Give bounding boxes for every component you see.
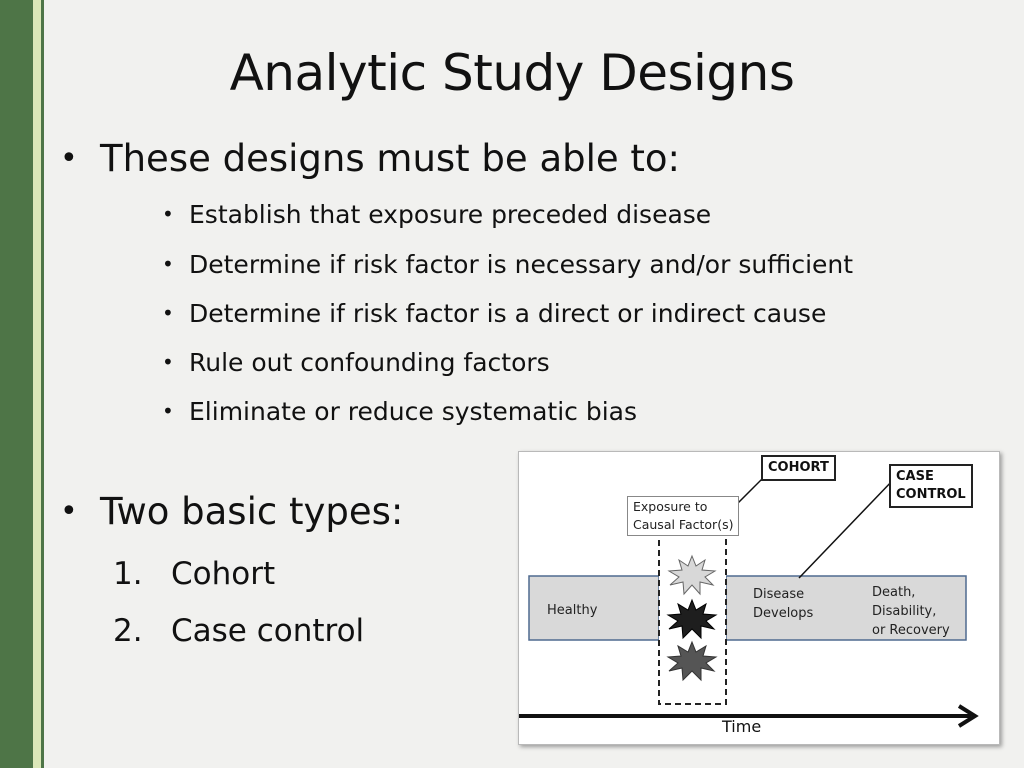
sidebar-light-stripe [33, 0, 41, 768]
bullet-dot: • [60, 141, 78, 176]
sub-bullet-confounding: • Rule out confounding factors [162, 348, 550, 377]
outcome-label: Death, Disability, or Recovery [872, 583, 950, 640]
numbered-item-cohort: 1. Cohort [113, 556, 275, 592]
bullet-text: Two basic types: [100, 490, 404, 533]
outcome-line3: or Recovery [872, 623, 950, 638]
sidebar-green-bar [0, 0, 33, 768]
item-number: 2. [113, 613, 143, 649]
timeline-band-right [725, 575, 967, 641]
bullet-two-types: • Two basic types: [60, 490, 403, 533]
sub-bullet-text: Establish that exposure preceded disease [189, 200, 712, 229]
sub-bullet-necessary: • Determine if risk factor is necessary a… [162, 250, 853, 279]
sub-bullet-bias: • Eliminate or reduce systematic bias [162, 397, 637, 426]
case-control-label: CASE CONTROL [889, 464, 973, 508]
item-number: 1. [113, 556, 143, 592]
exposure-line2: Causal Factor(s) [633, 517, 734, 532]
exposure-label: Exposure to Causal Factor(s) [627, 496, 740, 536]
bullet-dot: • [60, 494, 78, 529]
disease-label: Disease Develops [753, 585, 813, 623]
item-text: Case control [171, 613, 365, 649]
bullet-dot: • [162, 252, 174, 276]
bullet-text: These designs must be able to: [100, 137, 681, 180]
healthy-label: Healthy [547, 603, 598, 618]
time-arrow-head [957, 704, 979, 728]
disease-line1: Disease [753, 587, 805, 602]
outcome-line1: Death, [872, 585, 916, 600]
study-design-diagram: COHORT CASE CONTROL Exposure to Causal F… [518, 451, 1000, 745]
burst-mid-icon [666, 640, 718, 682]
cohort-label: COHORT [761, 455, 836, 481]
item-text: Cohort [171, 556, 276, 592]
time-label: Time [722, 717, 762, 736]
exposure-line1: Exposure to [633, 499, 708, 514]
sub-bullet-establish: • Establish that exposure preceded diseas… [162, 200, 711, 229]
bullet-dot: • [162, 301, 174, 325]
sub-bullet-text: Determine if risk factor is necessary an… [189, 250, 854, 279]
sidebar-thin-line [41, 0, 44, 768]
sub-bullet-direct: • Determine if risk factor is a direct or… [162, 299, 826, 328]
outcome-line2: Disability, [872, 604, 937, 619]
bullet-dot: • [162, 350, 174, 374]
burst-dark-icon [666, 598, 718, 640]
disease-line2: Develops [753, 606, 814, 621]
burst-light-icon [667, 554, 717, 596]
timeline-band-left [528, 575, 660, 641]
sub-bullet-text: Determine if risk factor is a direct or … [189, 299, 827, 328]
bullet-dot: • [162, 202, 174, 226]
bullet-designs-must: • These designs must be able to: [60, 137, 680, 180]
case-control-line1: CASE [896, 469, 934, 484]
slide-title: Analytic Study Designs [229, 44, 795, 102]
sub-bullet-text: Rule out confounding factors [189, 348, 550, 377]
bullet-dot: • [162, 399, 174, 423]
case-control-line2: CONTROL [896, 487, 966, 502]
sub-bullet-text: Eliminate or reduce systematic bias [189, 397, 637, 426]
numbered-item-case-control: 2. Case control [113, 613, 364, 649]
case-control-pointer-line [798, 478, 895, 579]
